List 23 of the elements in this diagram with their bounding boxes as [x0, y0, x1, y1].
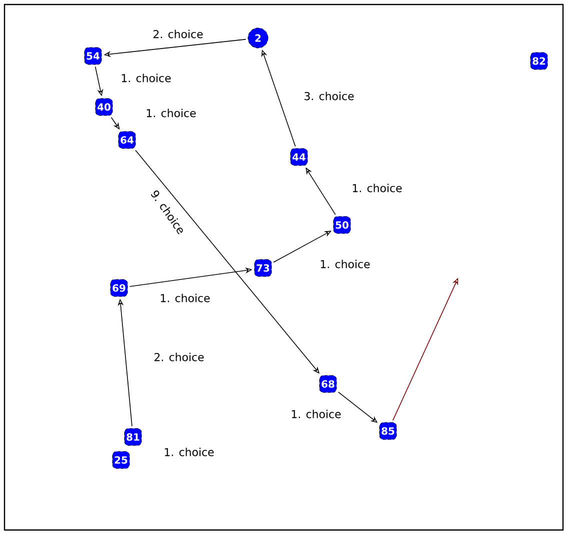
edge-label: 2. choice	[152, 352, 206, 362]
edge-label: 3. choice	[302, 90, 356, 102]
node-badge: 40	[95, 98, 113, 116]
edge-label: 2. choice	[152, 28, 204, 40]
node-badge: 64	[118, 131, 136, 149]
node-badge: 68	[319, 375, 337, 393]
text-label: 1. choice	[164, 448, 214, 456]
node-badge: 85	[379, 422, 397, 440]
node-badge: 82	[530, 52, 548, 70]
node-badge: 69	[110, 279, 128, 297]
node-badge: 54	[84, 47, 102, 65]
node-badge: 73	[254, 259, 272, 277]
node-badge: 50	[333, 216, 351, 234]
node-badge: 25	[112, 451, 130, 469]
edge-label: 1. choice	[290, 408, 342, 420]
node-badge: 2	[248, 28, 268, 48]
edge-label: 1. choice	[350, 182, 404, 194]
edge-label: 1. choice	[144, 108, 198, 118]
edge-label: 1. choice	[318, 258, 372, 270]
node-badge: 81	[124, 428, 142, 446]
node-badge: 44	[290, 148, 308, 166]
edge-label: 1. choice	[158, 292, 212, 304]
edge-label: 1. choice	[120, 72, 172, 84]
